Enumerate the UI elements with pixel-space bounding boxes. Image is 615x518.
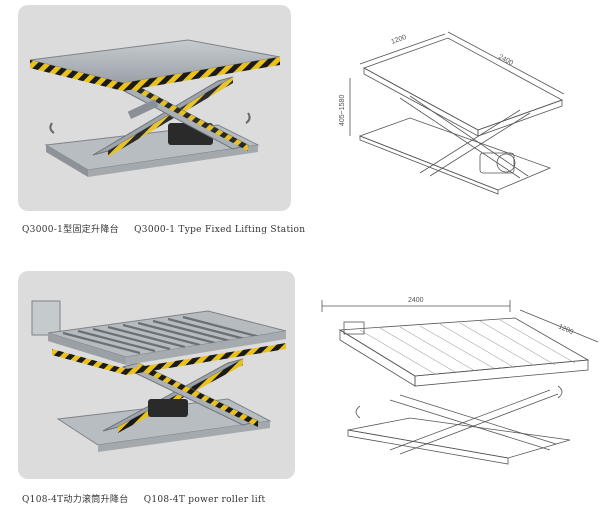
scissor-lift-illustration xyxy=(29,39,281,177)
caption-cn: Q3000-1型固定升降台 xyxy=(22,225,119,235)
caption-en: Q3000-1 Type Fixed Lifting Station xyxy=(134,225,306,235)
dimension-drawing: 1200 2400 405~1580 xyxy=(339,31,565,195)
dim-width-label: 1200 xyxy=(557,323,574,336)
dim-width-label: 1200 xyxy=(390,34,407,46)
dimension-drawing: 2400 1200 xyxy=(321,297,599,465)
product-caption-q3000: Q3000-1型固定升降台 Q3000-1 Type Fixed Lifting… xyxy=(22,222,317,235)
dim-height-label: 405~1580 xyxy=(339,95,346,126)
technical-drawing-q108: 2400 1200 xyxy=(320,290,610,480)
dim-length-label: 2400 xyxy=(408,297,424,304)
caption-cn: Q108-4T动力滚筒升降台 xyxy=(22,495,129,505)
product-photo-q3000 xyxy=(18,5,291,211)
technical-drawing-q3000: 1200 2400 405~1580 xyxy=(330,18,605,228)
product-caption-q108: Q108-4T动力滚筒升降台 Q108-4T power roller lift xyxy=(22,492,277,505)
product-photo-q108 xyxy=(18,271,295,479)
caption-en: Q108-4T power roller lift xyxy=(143,495,266,505)
roller-lift-illustration xyxy=(31,300,287,452)
dim-length-label: 2400 xyxy=(497,54,514,68)
